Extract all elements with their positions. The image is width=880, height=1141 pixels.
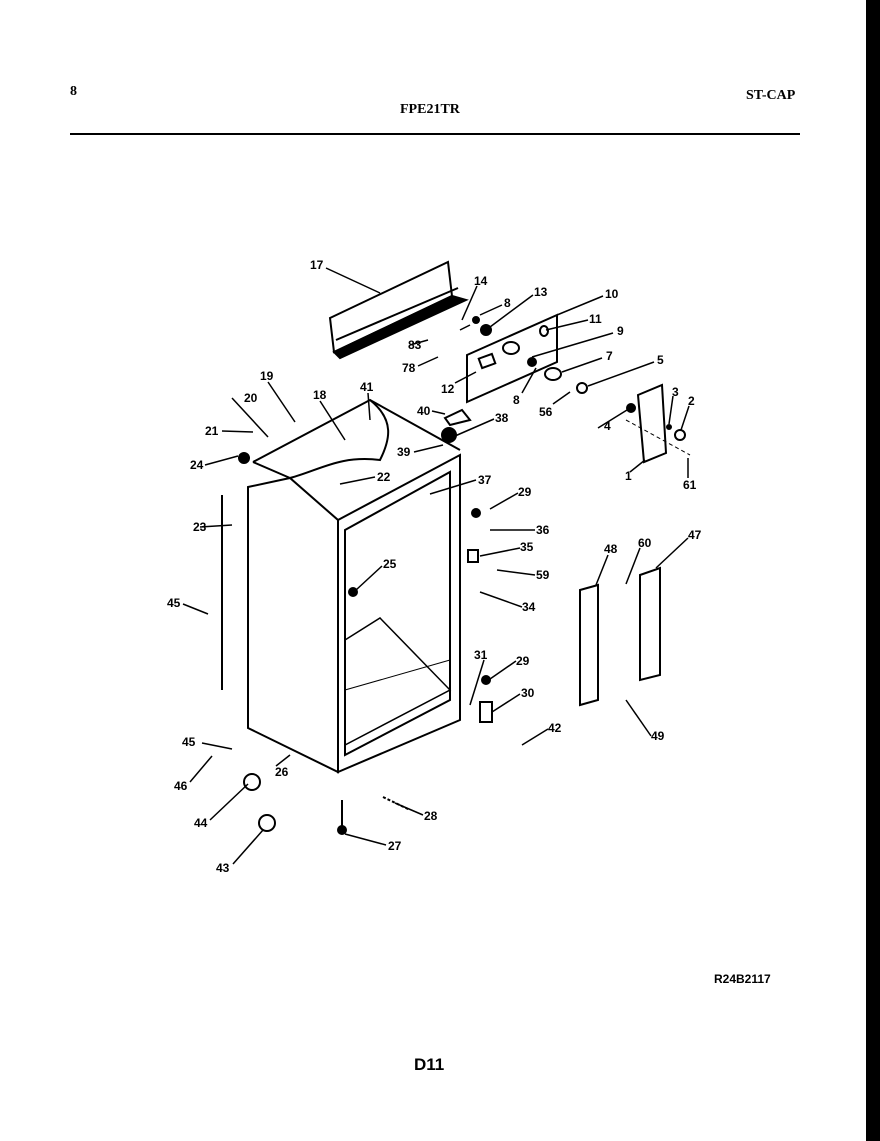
callout: 18 xyxy=(313,388,327,402)
callout: 59 xyxy=(536,568,550,582)
callout: 43 xyxy=(216,861,230,875)
callout: 49 xyxy=(651,729,665,743)
callout: 5 xyxy=(657,353,664,367)
callout: 13 xyxy=(534,285,548,299)
callout: 10 xyxy=(605,287,619,301)
page-code: D11 xyxy=(414,1055,445,1074)
callout: 28 xyxy=(424,809,438,823)
callout: 25 xyxy=(383,557,397,571)
drawing-code: R24B2117 xyxy=(714,972,771,986)
callout: 78 xyxy=(402,361,416,375)
callout: 39 xyxy=(397,445,411,459)
callout: 42 xyxy=(548,721,562,735)
callout: 9 xyxy=(617,324,624,338)
model-number: FPE21TR xyxy=(400,102,460,117)
callout: 22 xyxy=(377,470,391,484)
callout: 11 xyxy=(589,312,602,326)
callout: 20 xyxy=(244,391,258,405)
callout: 56 xyxy=(539,405,553,419)
callout: 45 xyxy=(182,735,196,749)
callout: 29 xyxy=(516,654,530,668)
page-number: 8 xyxy=(70,84,77,99)
callout: 34 xyxy=(522,600,536,614)
callout: 38 xyxy=(495,411,509,425)
callout: 37 xyxy=(478,473,492,487)
part-cabinet xyxy=(221,398,661,835)
callout: 19 xyxy=(260,369,274,383)
callout: 31 xyxy=(474,648,488,662)
header-rule xyxy=(70,133,800,135)
leader-lines xyxy=(182,267,690,865)
callout: 21 xyxy=(205,424,219,438)
callout: 45 xyxy=(167,596,181,610)
callout: 47 xyxy=(688,528,702,542)
callout: 27 xyxy=(388,839,402,853)
callout: 46 xyxy=(174,779,188,793)
callout: 61 xyxy=(683,478,697,492)
callout: 29 xyxy=(518,485,532,499)
callout: 48 xyxy=(604,542,618,556)
callout: 23 xyxy=(193,520,207,534)
part-control-panel xyxy=(466,313,588,404)
callout: 1 xyxy=(625,469,632,483)
callout: 4 xyxy=(604,419,611,433)
callout: 30 xyxy=(521,686,535,700)
callout: 41 xyxy=(360,380,374,394)
callout: 83 xyxy=(408,338,422,352)
callout: 8 xyxy=(504,296,511,310)
callout: 40 xyxy=(417,404,431,418)
callout: 3 xyxy=(672,385,679,399)
callout: 12 xyxy=(441,382,455,396)
callout-labels: 17 14 8 13 10 11 9 83 78 12 7 5 8 56 3 2… xyxy=(167,258,702,875)
callout: 44 xyxy=(194,816,208,830)
part-hinge-bracket xyxy=(625,383,691,464)
callout: 2 xyxy=(688,394,695,408)
callout: 8 xyxy=(513,393,520,407)
callout: 14 xyxy=(474,274,488,288)
callout: 17 xyxy=(310,258,324,272)
callout: 35 xyxy=(520,540,534,554)
callout: 26 xyxy=(275,765,289,779)
callout: 7 xyxy=(606,349,613,363)
callout: 60 xyxy=(638,536,652,550)
part-top-rail xyxy=(328,260,469,360)
callout: 24 xyxy=(190,458,204,472)
section-code: ST-CAP xyxy=(746,88,796,103)
callout: 36 xyxy=(536,523,550,537)
